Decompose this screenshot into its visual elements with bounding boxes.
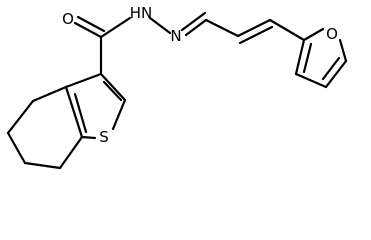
bond [64,72,103,89]
bond [148,16,172,35]
bond-imine [180,11,207,32]
bond [338,38,348,63]
molecule-drawing: O HN N O S [6,4,348,170]
atom-oxygen-carbonyl: O [62,10,74,28]
bond [294,38,306,76]
bond [324,59,348,89]
chemical-structure-canvas: O HN N O S [6,4,348,170]
cyclohexene-ring [6,85,84,170]
atom-sulfur-thiophene: S [99,128,109,146]
hydrazone-chain [148,11,306,45]
bond [31,85,68,103]
bond [64,85,84,139]
bond [268,18,306,42]
bond [294,72,328,89]
bond-double-inner [102,80,123,102]
atom-oxygen-furan: O [326,25,338,43]
bond-double-inner [73,92,88,134]
bond-carbonyl [76,15,106,33]
bond-alkene [238,25,274,45]
bond [80,135,97,140]
thiophene-ring [64,72,127,140]
bond [23,161,62,170]
bond [58,135,84,170]
bond [99,72,127,102]
bond-alkene [236,18,272,38]
bond [6,99,35,135]
bond [302,27,325,42]
bond [111,98,127,131]
furan-ring [294,27,348,89]
bond [204,18,240,38]
bond-double-inner [302,42,313,74]
bond-double-inner [321,56,341,81]
bond [99,16,132,39]
atom-nitrogen-nh: HN [130,4,153,22]
bond [6,131,27,165]
bond-imine [184,18,208,37]
bond-carbonyl [73,21,103,39]
carboxamide-group [73,15,132,76]
atom-nitrogen-imine: N [170,27,181,45]
